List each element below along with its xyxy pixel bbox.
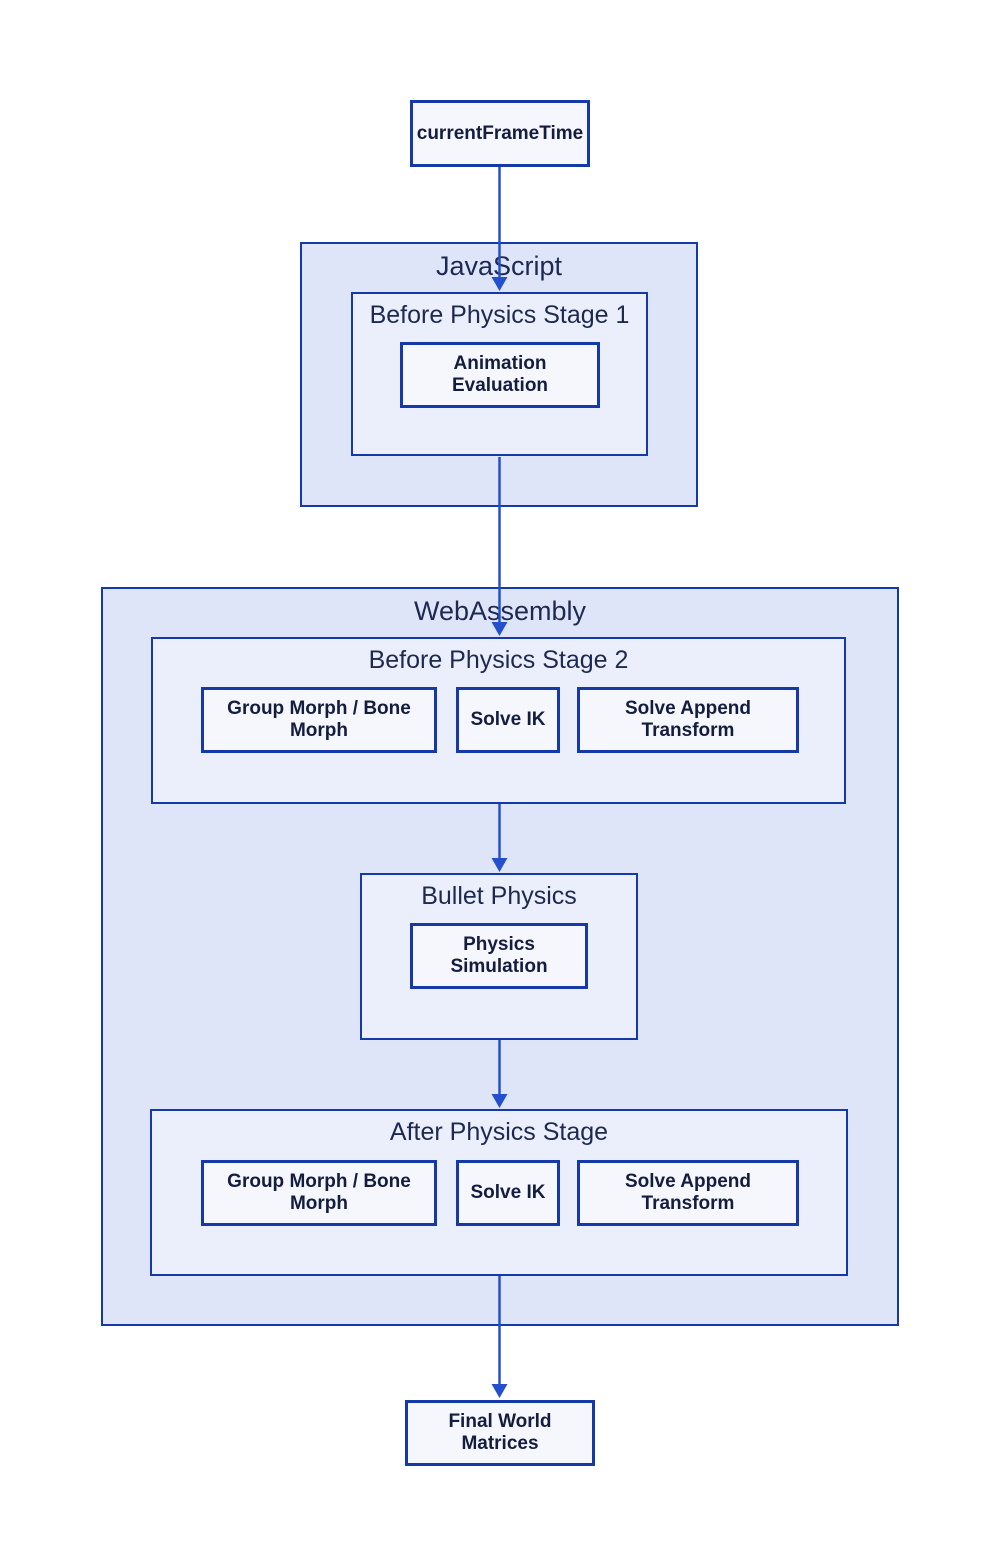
node-group-morph-bone-morph: Group Morph / Bone Morph [201,687,437,753]
stage-bullet-physics-title: Bullet Physics [421,882,577,910]
node-group-morph-bone-morph: Group Morph / Bone Morph [201,1160,437,1226]
stage-before-physics-1-title: Before Physics Stage 1 [369,301,630,329]
group-webassembly-title: WebAssembly [413,596,587,626]
node-solve-append-transform: Solve Append Transform [577,687,799,753]
stage-before-physics-2-title: Before Physics Stage 2 [368,646,629,674]
node-label: currentFrameTime [416,122,584,144]
node-label: Solve IK [470,1182,546,1203]
node-physics-simulation: Physics Simulation [410,923,588,989]
stage-after-physics-title: After Physics Stage [389,1118,609,1146]
node-solve-ik: Solve IK [456,1160,560,1226]
node-animation-evaluation: Animation Evaluation [400,342,600,408]
node-current-frame-time: currentFrameTime [410,100,590,167]
group-javascript-title: JavaScript [435,251,563,281]
node-label: Solve IK [470,709,546,730]
node-label: Solve Append Transform [625,1171,751,1214]
node-final-world-matrices: Final World Matrices [405,1400,595,1466]
node-label: Animation Evaluation [451,353,549,396]
node-solve-ik: Solve IK [456,687,560,753]
node-solve-append-transform: Solve Append Transform [577,1160,799,1226]
node-label: Final World Matrices [448,1411,552,1454]
node-label: Physics Simulation [450,934,548,977]
node-label: Group Morph / Bone Morph [227,698,411,741]
node-label: Solve Append Transform [625,698,751,741]
node-label: Group Morph / Bone Morph [227,1171,411,1214]
